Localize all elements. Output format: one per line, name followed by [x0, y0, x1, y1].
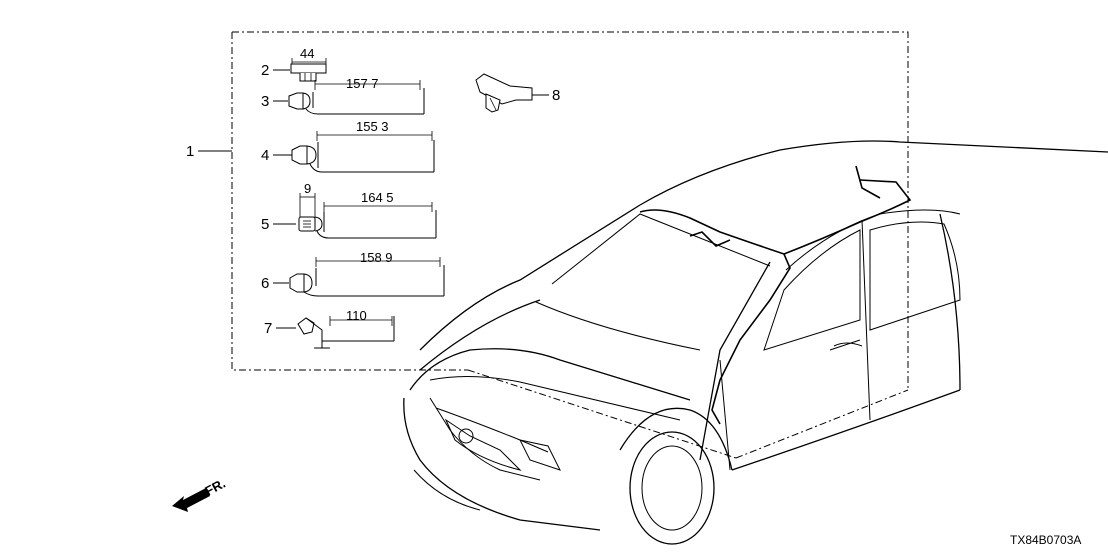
- dimension-164-5: 164 5: [361, 190, 394, 205]
- callout-1[interactable]: 1: [186, 143, 232, 160]
- dimension-44: 44: [300, 46, 314, 61]
- diagram-code: TX84B0703A: [1010, 533, 1081, 547]
- callout-3-label: 3: [261, 93, 269, 110]
- dimension-9: 9: [304, 181, 311, 196]
- callout-5-label: 5: [261, 216, 269, 233]
- callout-6-label: 6: [261, 275, 269, 292]
- callout-8-label: 8: [552, 87, 560, 104]
- callout-1-label: 1: [186, 143, 194, 160]
- dimension-110: 110: [346, 308, 367, 323]
- part-4[interactable]: 4 155 3: [261, 119, 435, 173]
- part-5[interactable]: 5 9 164 5: [261, 181, 437, 239]
- front-direction-marker: FR.: [172, 476, 228, 512]
- dimension-157-7: 157 7: [346, 76, 379, 91]
- part-3[interactable]: 3 157 7: [261, 76, 425, 115]
- callout-4-label: 4: [261, 147, 269, 164]
- part-7[interactable]: 7 110: [264, 308, 395, 349]
- vehicle-illustration: [403, 140, 1108, 545]
- front-arrow-icon: [172, 488, 210, 512]
- dimension-158-9: 158 9: [360, 250, 393, 265]
- roof-wire-harness: [639, 165, 912, 425]
- part-8[interactable]: 8: [475, 73, 560, 113]
- part-6[interactable]: 6 158 9: [261, 250, 445, 297]
- callout-7-label: 7: [264, 320, 272, 337]
- part-2[interactable]: 2 44: [261, 46, 327, 82]
- callout-2-label: 2: [261, 62, 269, 79]
- dimension-155-3: 155 3: [356, 119, 389, 134]
- assembly-boundary: [231, 31, 909, 459]
